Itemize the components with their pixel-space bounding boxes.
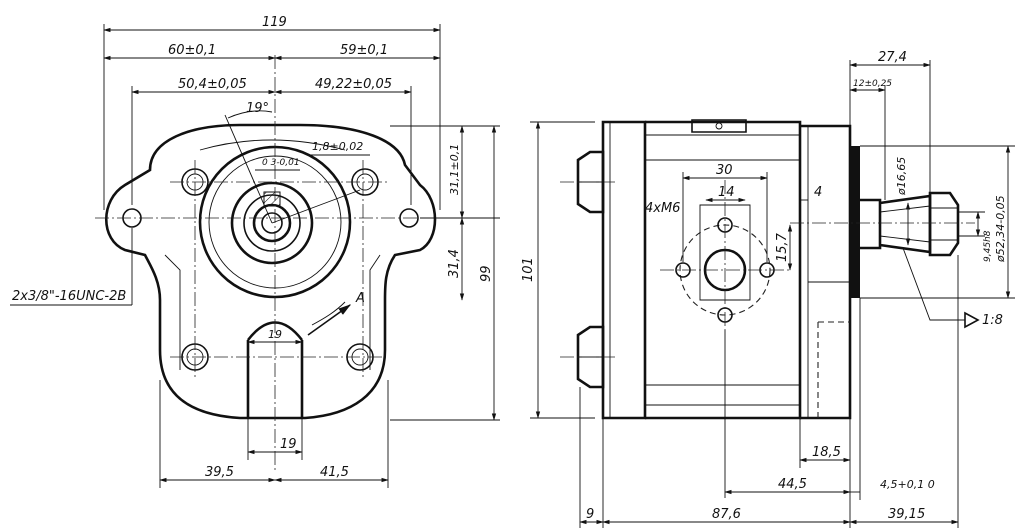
side-shaft-nut	[928, 191, 960, 257]
dim-shaft-length: 39,15	[888, 507, 925, 522]
dim-port-width-inner: 19	[268, 328, 282, 341]
dim-shoulder-length: 4,5+0,1 0	[880, 478, 935, 491]
front-flange-outline	[104, 123, 437, 420]
side-rear-cover	[601, 120, 647, 420]
dim-body-length: 87,6	[712, 507, 741, 522]
dim-port-width-bottom: 19	[280, 437, 297, 452]
front-flange-inner	[164, 139, 381, 370]
dim-shaft-diameter: ø16,65	[895, 157, 908, 196]
dim-left-hole-offset: 50,4±0,05	[178, 77, 247, 92]
view-arrow-label: A	[355, 291, 365, 306]
side-dimensions	[530, 60, 1015, 528]
dim-left-half-width: 60±0,1	[168, 43, 216, 58]
dim-upper-height: 31,1±0,1	[448, 144, 461, 195]
side-body	[645, 120, 802, 420]
dim-mid-length: 44,5	[778, 477, 807, 492]
side-shaft	[860, 194, 932, 254]
front-shaft-center	[261, 212, 283, 234]
dim-lower-height: 31,4	[447, 249, 462, 278]
dim-small-offset: 4	[814, 185, 822, 200]
dim-flange-bolt-pitch: 30	[716, 163, 733, 178]
front-view: 119 60±0,1 59±0,1 50,4±0,05 49,22±0,05 1…	[10, 15, 500, 488]
dim-bottom-right-offset: 41,5	[320, 465, 349, 480]
dim-key-width: 9,45h8	[983, 230, 993, 262]
dim-right-half-width: 59±0,1	[340, 43, 388, 58]
side-rear-bolts	[576, 150, 605, 389]
side-view: 101 30 14 4xM6 15,7 4 18,5 44,5 4,5+0,1 …	[521, 50, 1015, 528]
dim-flange-bolt-inner: 14	[718, 185, 735, 200]
dim-step-length: 18,5	[812, 445, 841, 460]
port-thread-callout: 2x3/8"-16UNC-2B	[12, 289, 126, 304]
dim-eccentricity: 1,8±0,02	[312, 140, 363, 153]
dim-key-tolerance: 0 3-0,01	[262, 158, 300, 168]
dim-pilot-diameter: ø52,34-0,05	[994, 195, 1007, 263]
dim-shaft-step: 12±0,25	[853, 79, 892, 89]
front-shaft-outer	[230, 181, 314, 265]
taper-callout: 1:8	[982, 313, 1003, 328]
dim-right-hole-offset: 49,22±0,05	[315, 77, 392, 92]
dim-bottom-left-offset: 39,5	[205, 465, 234, 480]
dim-overall-width: 119	[262, 15, 287, 30]
dim-body-front-offset: 9	[586, 507, 594, 522]
dim-shaft-overall: 27,4	[878, 50, 907, 65]
side-front-cover	[800, 124, 852, 420]
front-key	[263, 191, 281, 207]
side-pilot-flange	[850, 146, 860, 298]
dim-overall-height: 99	[479, 265, 494, 282]
dim-angle: 19°	[246, 101, 269, 116]
front-dimensions	[10, 24, 500, 488]
dim-flange-height: 15,7	[775, 232, 790, 262]
thread-callout: 4xM6	[645, 201, 680, 216]
dim-side-height: 101	[521, 257, 536, 282]
side-top-plug	[691, 119, 747, 133]
